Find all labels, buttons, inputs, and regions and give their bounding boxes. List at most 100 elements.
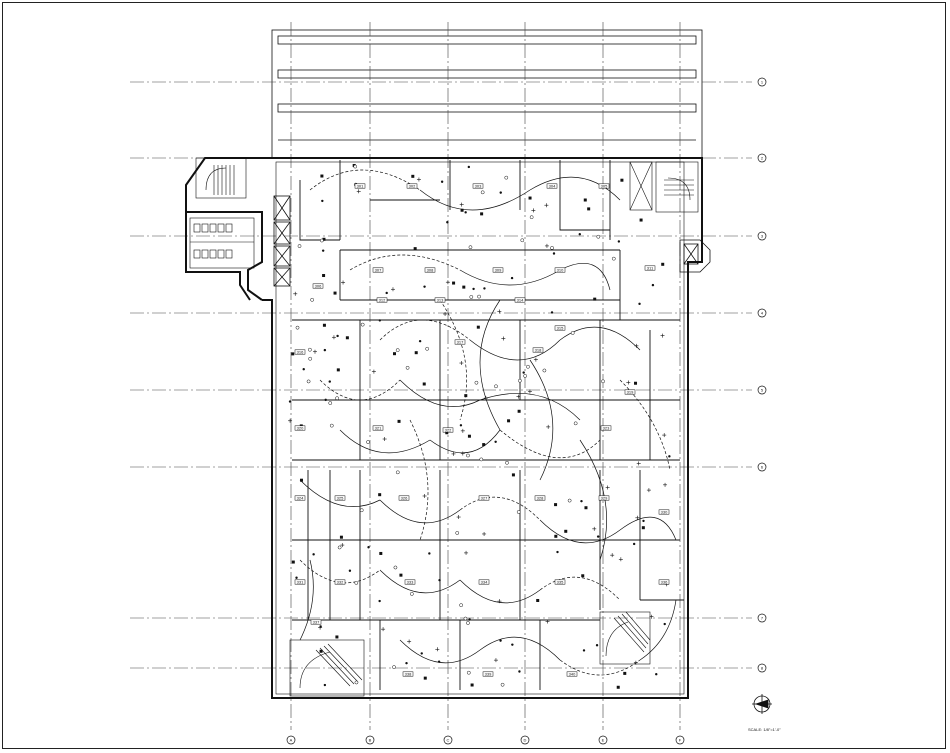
device-symbol (300, 478, 304, 482)
device-symbol (337, 545, 342, 550)
grid-bubble-col-label: C (447, 738, 450, 743)
circuit-run (479, 393, 581, 421)
device-symbol (459, 202, 464, 207)
circuit-run (559, 659, 641, 676)
grid-bubble-col-F: F (675, 735, 685, 745)
circuit-run (479, 636, 561, 661)
grid-bubble-col-C: C (443, 735, 453, 745)
device-symbol (464, 394, 468, 398)
grid-bubble-row-label: 5 (761, 388, 764, 393)
device-symbol (556, 550, 559, 554)
device-symbol (466, 621, 470, 625)
circuit-run (319, 379, 401, 401)
device-symbol (463, 616, 468, 621)
device-symbol (620, 178, 624, 182)
device-symbol (371, 369, 376, 374)
device-symbol (517, 409, 521, 413)
device-symbol (308, 347, 312, 352)
room-tag-label: 320 (297, 426, 304, 431)
device-symbol (437, 660, 441, 663)
room-tag-label: 322 (445, 428, 452, 433)
device-symbol (423, 676, 427, 680)
circuit-run (379, 499, 461, 524)
room-tag-label: 307 (375, 268, 382, 273)
room-tag: 306 (312, 283, 324, 289)
room-tag: 332 (334, 579, 346, 585)
device-symbol (655, 672, 658, 676)
device-symbol (466, 670, 471, 675)
device-symbol (467, 165, 471, 169)
device-symbol (420, 652, 423, 655)
room-tag: 330 (658, 509, 670, 515)
elevator-east (679, 239, 711, 273)
room-tag-label: 314 (517, 298, 524, 303)
device-symbol (511, 643, 514, 646)
device-symbol (456, 515, 461, 520)
device-symbol (580, 499, 583, 503)
device-symbol (397, 419, 401, 423)
grid-bubble-row-6: 6 (757, 462, 767, 472)
room-tag-label: 330 (661, 510, 668, 515)
room-tag: 314 (514, 297, 526, 303)
device-symbol (581, 574, 585, 578)
device-symbol (605, 485, 610, 490)
grid-bubble-col-E: E (598, 735, 608, 745)
circuit-run (639, 599, 677, 661)
device-symbol (295, 325, 300, 330)
room-tag-label: 326 (401, 496, 408, 501)
device-symbol (321, 249, 325, 252)
grid-bubble-row-label: 3 (761, 234, 764, 239)
device-symbol (584, 506, 588, 510)
circuit-run (399, 639, 481, 664)
circuit-run (469, 339, 561, 361)
device-symbol (331, 335, 336, 340)
device-symbol (390, 287, 395, 292)
device-symbol (438, 578, 441, 582)
room-tag: 334 (478, 579, 490, 585)
device-symbol (596, 234, 601, 239)
grid-bubble-col-label: A (290, 738, 293, 743)
device-symbol (642, 519, 645, 523)
device-symbol (392, 665, 396, 669)
device-symbol (395, 348, 400, 352)
elevator-shaft (629, 161, 653, 211)
circuit-run (619, 516, 677, 541)
device-symbol (318, 625, 323, 630)
device-symbol (293, 291, 298, 296)
device-symbol (596, 535, 600, 538)
room-tag: 304 (546, 183, 558, 189)
device-symbol (545, 619, 550, 624)
device-symbol (336, 334, 339, 338)
device-symbol (321, 199, 324, 203)
device-symbol (632, 542, 636, 546)
room-tag: 324 (294, 495, 306, 501)
room-tag: 311 (644, 265, 656, 271)
device-symbol (323, 348, 327, 352)
grid-bubble-row-3: 3 (757, 231, 767, 241)
room-tag: 331 (294, 579, 306, 585)
room-tag: 312 (376, 297, 388, 303)
circuit-run (409, 419, 429, 541)
device-symbol (356, 189, 361, 194)
scale-note-text: SCALE: 1/8"=1'-0" (748, 727, 781, 732)
room-tag: 335 (554, 579, 566, 585)
device-symbol (405, 661, 408, 665)
device-symbol (378, 599, 381, 603)
device-symbol (381, 627, 386, 632)
device-symbol (399, 573, 403, 577)
device-symbol (634, 343, 639, 348)
grid-bubble-row-7: 7 (757, 613, 767, 623)
room-tag: 313 (434, 297, 446, 303)
room-tag: 318 (532, 347, 544, 353)
interior-walls (292, 160, 684, 690)
device-symbol (593, 297, 597, 301)
device-symbol (634, 381, 638, 385)
circuit-run (559, 326, 641, 351)
circuit-run (419, 189, 531, 211)
device-symbol (339, 535, 343, 539)
room-tag: 328 (534, 495, 546, 501)
device-symbol (578, 233, 581, 236)
grid-bubble-row-label: 1 (761, 80, 764, 85)
device-symbol (378, 319, 382, 322)
